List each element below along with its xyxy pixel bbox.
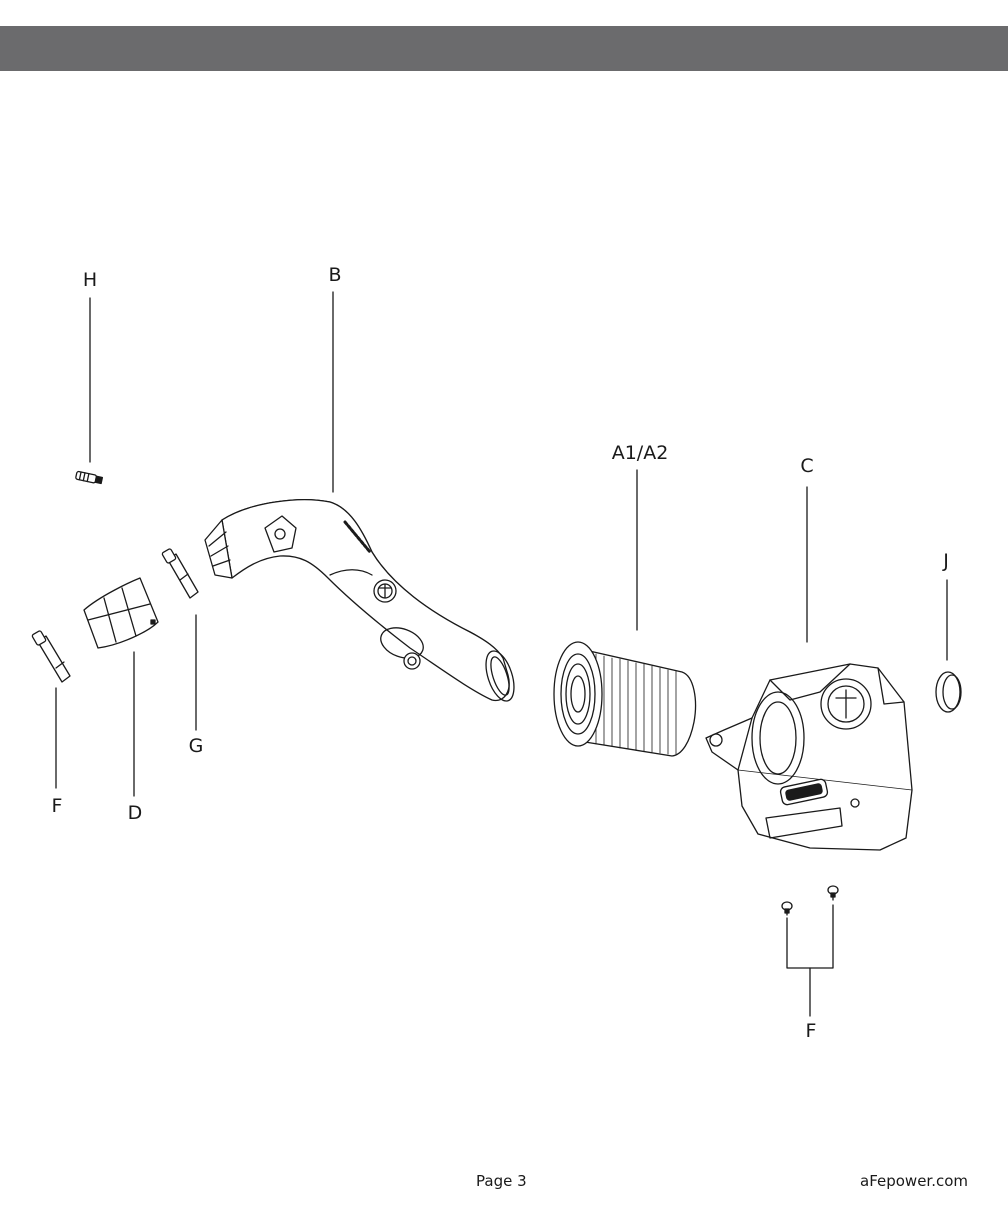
- air-filter-icon: [553, 641, 697, 757]
- screw-icon: [827, 885, 839, 901]
- intake-tube-icon: [204, 499, 515, 702]
- air-box-icon: [705, 663, 913, 851]
- leader-lines: [55, 291, 948, 1017]
- label-f-left: F: [51, 795, 63, 817]
- hose-clamp-icon: [31, 630, 71, 683]
- page-number: Page 3: [476, 1172, 527, 1190]
- coupler-icon: [83, 577, 159, 649]
- fitting-icon: [75, 470, 104, 485]
- header-bar: [0, 26, 1008, 71]
- website-link[interactable]: aFepower.com: [860, 1172, 969, 1190]
- label-c: C: [800, 455, 814, 477]
- screw-icon: [781, 901, 793, 916]
- label-d: D: [127, 802, 143, 824]
- label-f-bottom: F: [805, 1020, 817, 1042]
- label-b: B: [328, 264, 342, 286]
- label-g: G: [188, 735, 204, 757]
- label-a1-a2: A1/A2: [611, 442, 669, 464]
- hose-clamp-icon: [161, 548, 199, 599]
- label-j: J: [943, 550, 949, 572]
- cap-icon: [935, 671, 962, 713]
- label-h: H: [82, 269, 98, 291]
